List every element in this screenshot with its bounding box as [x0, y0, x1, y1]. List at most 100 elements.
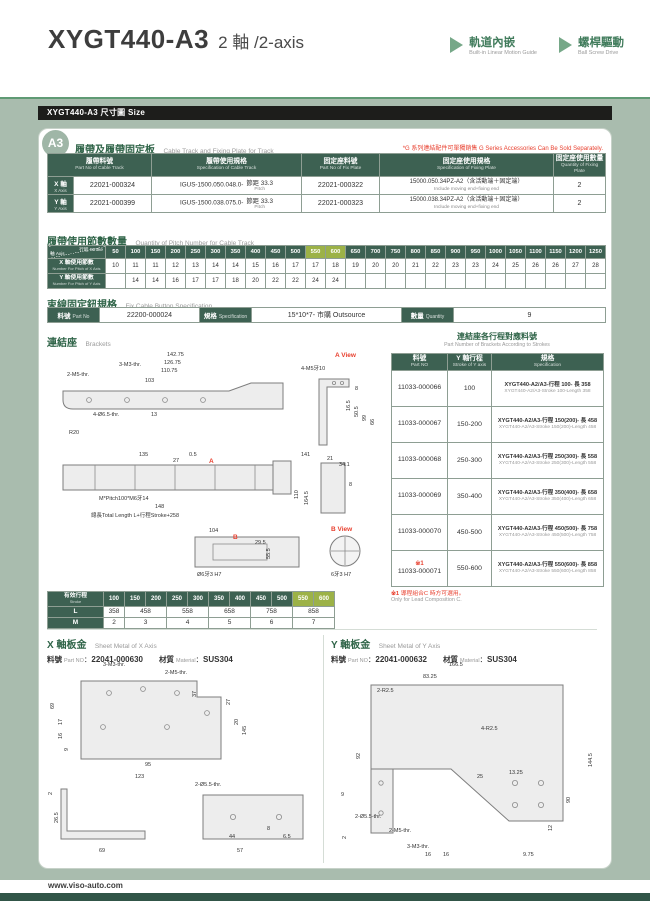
- dimension-label: 135: [139, 452, 149, 458]
- bracket-stroke-cell: 450-500: [447, 514, 492, 552]
- header-divider: [0, 97, 650, 99]
- pitch-y-value: [345, 273, 366, 289]
- spec-en: XYGT440-A2/A3-Stroke 350(400)-Length 658: [498, 497, 597, 503]
- fix-spec-zh: 15000.038.34PZ-A2（含活動端＋固定端）: [409, 196, 524, 203]
- dimension-label: 144.5: [588, 753, 594, 767]
- stroke-col-header: 900: [445, 245, 466, 259]
- stroke-col-header-550: 550: [305, 245, 326, 259]
- stroke-col-header: 400: [245, 245, 266, 259]
- dimension-label: 99: [362, 414, 368, 421]
- pitch-x-value: 23: [465, 258, 486, 274]
- fix-spec-en: Include moving end+fixing end: [434, 186, 499, 192]
- label-en: Quantity: [425, 314, 445, 320]
- part-label-zh: 料號: [331, 655, 346, 664]
- bracket-stroke-cell: 550-600: [447, 550, 492, 588]
- label-zh: 有效行程: [63, 593, 88, 599]
- section-title-zh: Y 軸板金: [331, 640, 371, 651]
- product-title: XYGT440-A3: [48, 24, 210, 54]
- dimension-label: B: [233, 534, 238, 541]
- axis-en: Y Axis: [54, 205, 67, 211]
- dimension-label: 17: [58, 718, 64, 725]
- dimension-label: 4-R2.5: [481, 726, 498, 732]
- stroke-col-header: 950: [465, 245, 486, 259]
- header-en: Quantity of Fixing Plate: [560, 163, 599, 175]
- stroke-col-header: 1150: [545, 245, 566, 259]
- dimension-label: 57: [237, 848, 244, 854]
- feature-builtin-guide: 軌道內嵌 Built-in Linear Motion Guide: [450, 34, 537, 56]
- note-mark: ※1: [391, 591, 400, 597]
- button-qty-value: 9: [453, 307, 606, 323]
- dimension-label: 21: [327, 456, 334, 462]
- pitch-y-value: [525, 273, 546, 289]
- row-label-zh: X 軸使用節數: [59, 260, 94, 267]
- label-en: Part No: [72, 314, 90, 320]
- l-value: 558: [166, 605, 209, 618]
- section-title-zh: 履帶及履帶固定板: [75, 145, 155, 156]
- spec-zh: XYGT440-A2/A3-行程 100- 長 358: [504, 381, 591, 388]
- section-title-sheet-y: Y 軸板金 Sheet Metal of Y Axis: [331, 635, 440, 653]
- label-zh: 規格: [203, 313, 217, 320]
- material-label-en: Material: [459, 658, 480, 664]
- stroke-col-header: 200: [165, 245, 186, 259]
- dimension-label: 69: [99, 848, 106, 854]
- header-zh: 固定座使用數量: [555, 155, 604, 162]
- pitch-en: Pitch: [254, 205, 266, 211]
- dimension-label: 142.75: [167, 352, 184, 358]
- pitch-x-value: 13: [185, 258, 206, 274]
- pitch-y-value: [105, 273, 126, 289]
- bracket-stroke-cell: 350-400: [447, 478, 492, 516]
- header-zh: 規格: [540, 355, 555, 362]
- dimension-label: 9: [64, 747, 70, 751]
- pitch-y-value: [405, 273, 426, 289]
- pitch-en: Pitch: [254, 187, 266, 193]
- pitch-y-value: 24: [325, 273, 346, 289]
- feature-label-en: Ball Screw Drive: [578, 50, 619, 56]
- feature-label-zh: 螺桿驅動: [578, 37, 624, 49]
- corner-stroke-label: 行程 Stroke: [79, 247, 103, 252]
- note-en: Only for Lead Composition C.: [391, 597, 462, 603]
- section-title-en: Sheet Metal of X Axis: [94, 643, 157, 650]
- feature-ball-screw: 螺桿驅動 Ball Screw Drive: [559, 34, 624, 56]
- bracket-note: ※1 導程組合C 時方可選用。 Only for Lead Compositio…: [391, 588, 603, 603]
- pitch-x-value: 14: [225, 258, 246, 274]
- stroke-col-header: 700: [365, 245, 386, 259]
- track-part-cell: 22021-000324: [73, 175, 152, 195]
- spec-zh: XYGT440-A2/A3-行程 250(300)- 長 558: [497, 453, 598, 460]
- section-title-zh: 連結座: [47, 338, 77, 349]
- section-title-zh: 履帶使用節數數量: [47, 237, 127, 248]
- m-value: 7: [292, 616, 335, 629]
- dimension-label: 104: [209, 528, 219, 534]
- pitch-x-value: 20: [365, 258, 386, 274]
- pitch-x-value: 22: [425, 258, 446, 274]
- bracket-stroke-cell: 150-200: [447, 406, 492, 444]
- fix-spec-en: Include moving end+fixing end: [434, 204, 499, 210]
- dimension-label: A View: [335, 352, 356, 359]
- header-en: Specification of Cable Track: [196, 166, 257, 172]
- fix-part-cell: 22021-000323: [301, 193, 380, 213]
- spec-zh: XYGT440-A2/A3-行程 450(500)- 長 758: [497, 525, 598, 532]
- pitch-y-value: 22: [265, 273, 286, 289]
- section-title-en: Sheet Metal of Y Axis: [378, 643, 441, 650]
- section-title-zh: X 軸板金: [47, 640, 87, 651]
- pitch-y-value: [365, 273, 386, 289]
- pitch-y-value: [545, 273, 566, 289]
- header-en: Specification of Fixing Plate: [437, 166, 496, 172]
- dimension-label: 110: [294, 490, 300, 499]
- l-row-label: L: [47, 605, 104, 618]
- bracket-row: 11033-000068 250-300 XYGT440-A2/A3-行程 25…: [391, 442, 604, 480]
- dimension-label: 50.5: [354, 406, 360, 417]
- fix-qty-cell: 2: [553, 193, 606, 213]
